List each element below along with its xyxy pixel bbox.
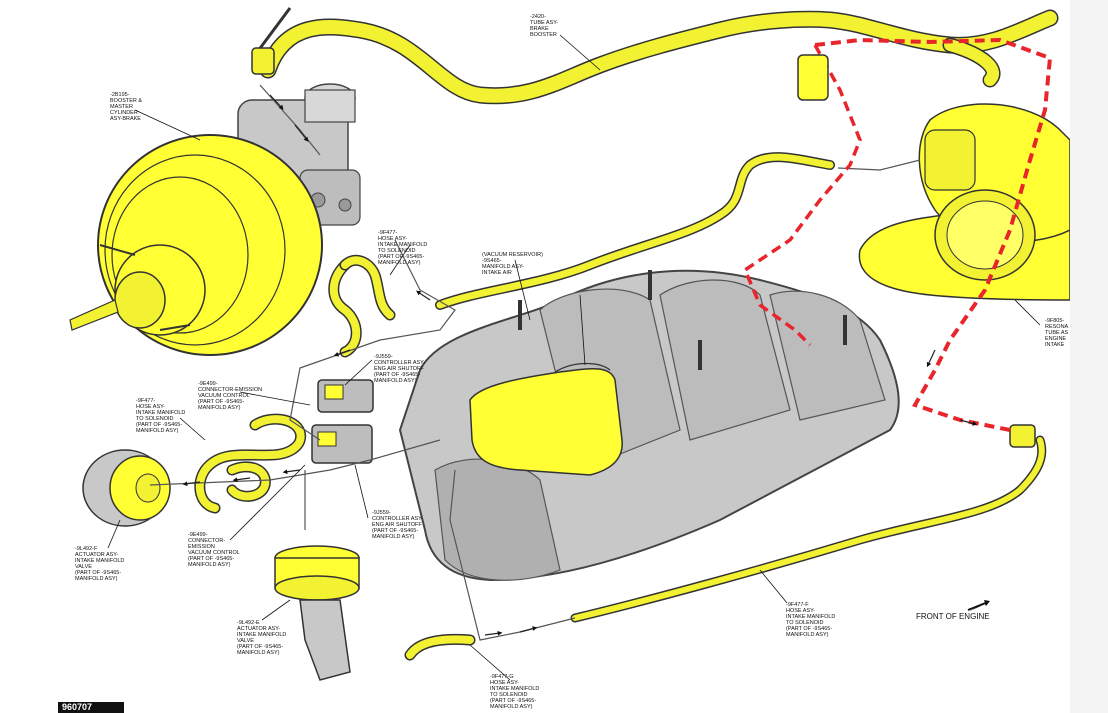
label-actuator-9l492-f: -9L492-F ACTUATOR ASY- INTAKE MANIFOLD V…	[75, 546, 125, 582]
scrollbar-track[interactable]	[1070, 0, 1108, 713]
label-connector-9e499-top: -9E499- CONNECTOR-EMISSION VACUUM CONTRO…	[198, 381, 263, 411]
red-route-line	[742, 37, 1053, 432]
resonator-tube	[858, 103, 1070, 301]
controller-solenoid-bottom	[311, 424, 373, 464]
front-of-engine-arrow-icon	[967, 600, 990, 612]
label-hose-9f477-left: -9F477- HOSE ASY- INTAKE MANIFOLD TO SOL…	[136, 398, 186, 434]
label-resonator-9f805: -9F805- RESONA TUBE AS ENGINE INTAKE	[1045, 318, 1069, 348]
hose-loop-upper	[328, 254, 396, 358]
vacuum-reservoir	[469, 362, 623, 476]
leader-lines	[107, 34, 1041, 681]
brake-booster-tube	[251, 7, 1059, 105]
figure-id: 960707	[58, 702, 124, 713]
flow-arrows	[182, 94, 978, 636]
label-controller-9j559-bottom: -9J559- CONTROLLER ASY- ENG AIR SHUTOFF …	[372, 510, 424, 540]
label-hose-9f477-top: -9F477- HOSE ASY- INTAKE MANIFOLD TO SOL…	[378, 230, 428, 266]
actuator-bottom	[274, 545, 360, 681]
label-actuator-9l492-e: -9L492-E ACTUATOR ASY- INTAKE MANIFOLD V…	[237, 620, 287, 656]
label-connector-9e499-bottom: -9E499- CONNECTOR- EMISSION VACUUM CONTR…	[188, 532, 240, 568]
label-booster-master-cylinder: -2B195- BOOSTER & MASTER CYLINDER ASY-BR…	[110, 92, 143, 122]
hose-loop-lower	[194, 413, 307, 514]
vacuum-hose-main	[435, 152, 835, 310]
front-of-engine-label: FRONT OF ENGINE	[916, 612, 990, 621]
controller-solenoid-top	[317, 379, 374, 413]
intake-manifold	[398, 269, 900, 582]
vacuum-routing-diagram	[69, 7, 1070, 681]
vacuum-hose-bottom	[404, 424, 1047, 661]
brake-booster	[69, 134, 323, 356]
actuator-left	[82, 449, 171, 527]
label-vacuum-reservoir: (VACUUM RESERVOIR) -9S465- MANIFOLD ASY-…	[482, 252, 543, 276]
label-hose-9f477-f: -9F477-F HOSE ASY- INTAKE MANIFOLD TO SO…	[786, 602, 836, 638]
label-tube-brake-booster: -2420- TUBE ASY- BRAKE BOOSTER	[530, 14, 559, 38]
label-controller-9j559-top: -9J559- CONTROLLER ASY- ENG AIR SHUTOFF …	[374, 354, 426, 384]
label-hose-9f477-g: -9F477-G HOSE ASY- INTAKE MANIFOLD TO SO…	[490, 674, 540, 710]
